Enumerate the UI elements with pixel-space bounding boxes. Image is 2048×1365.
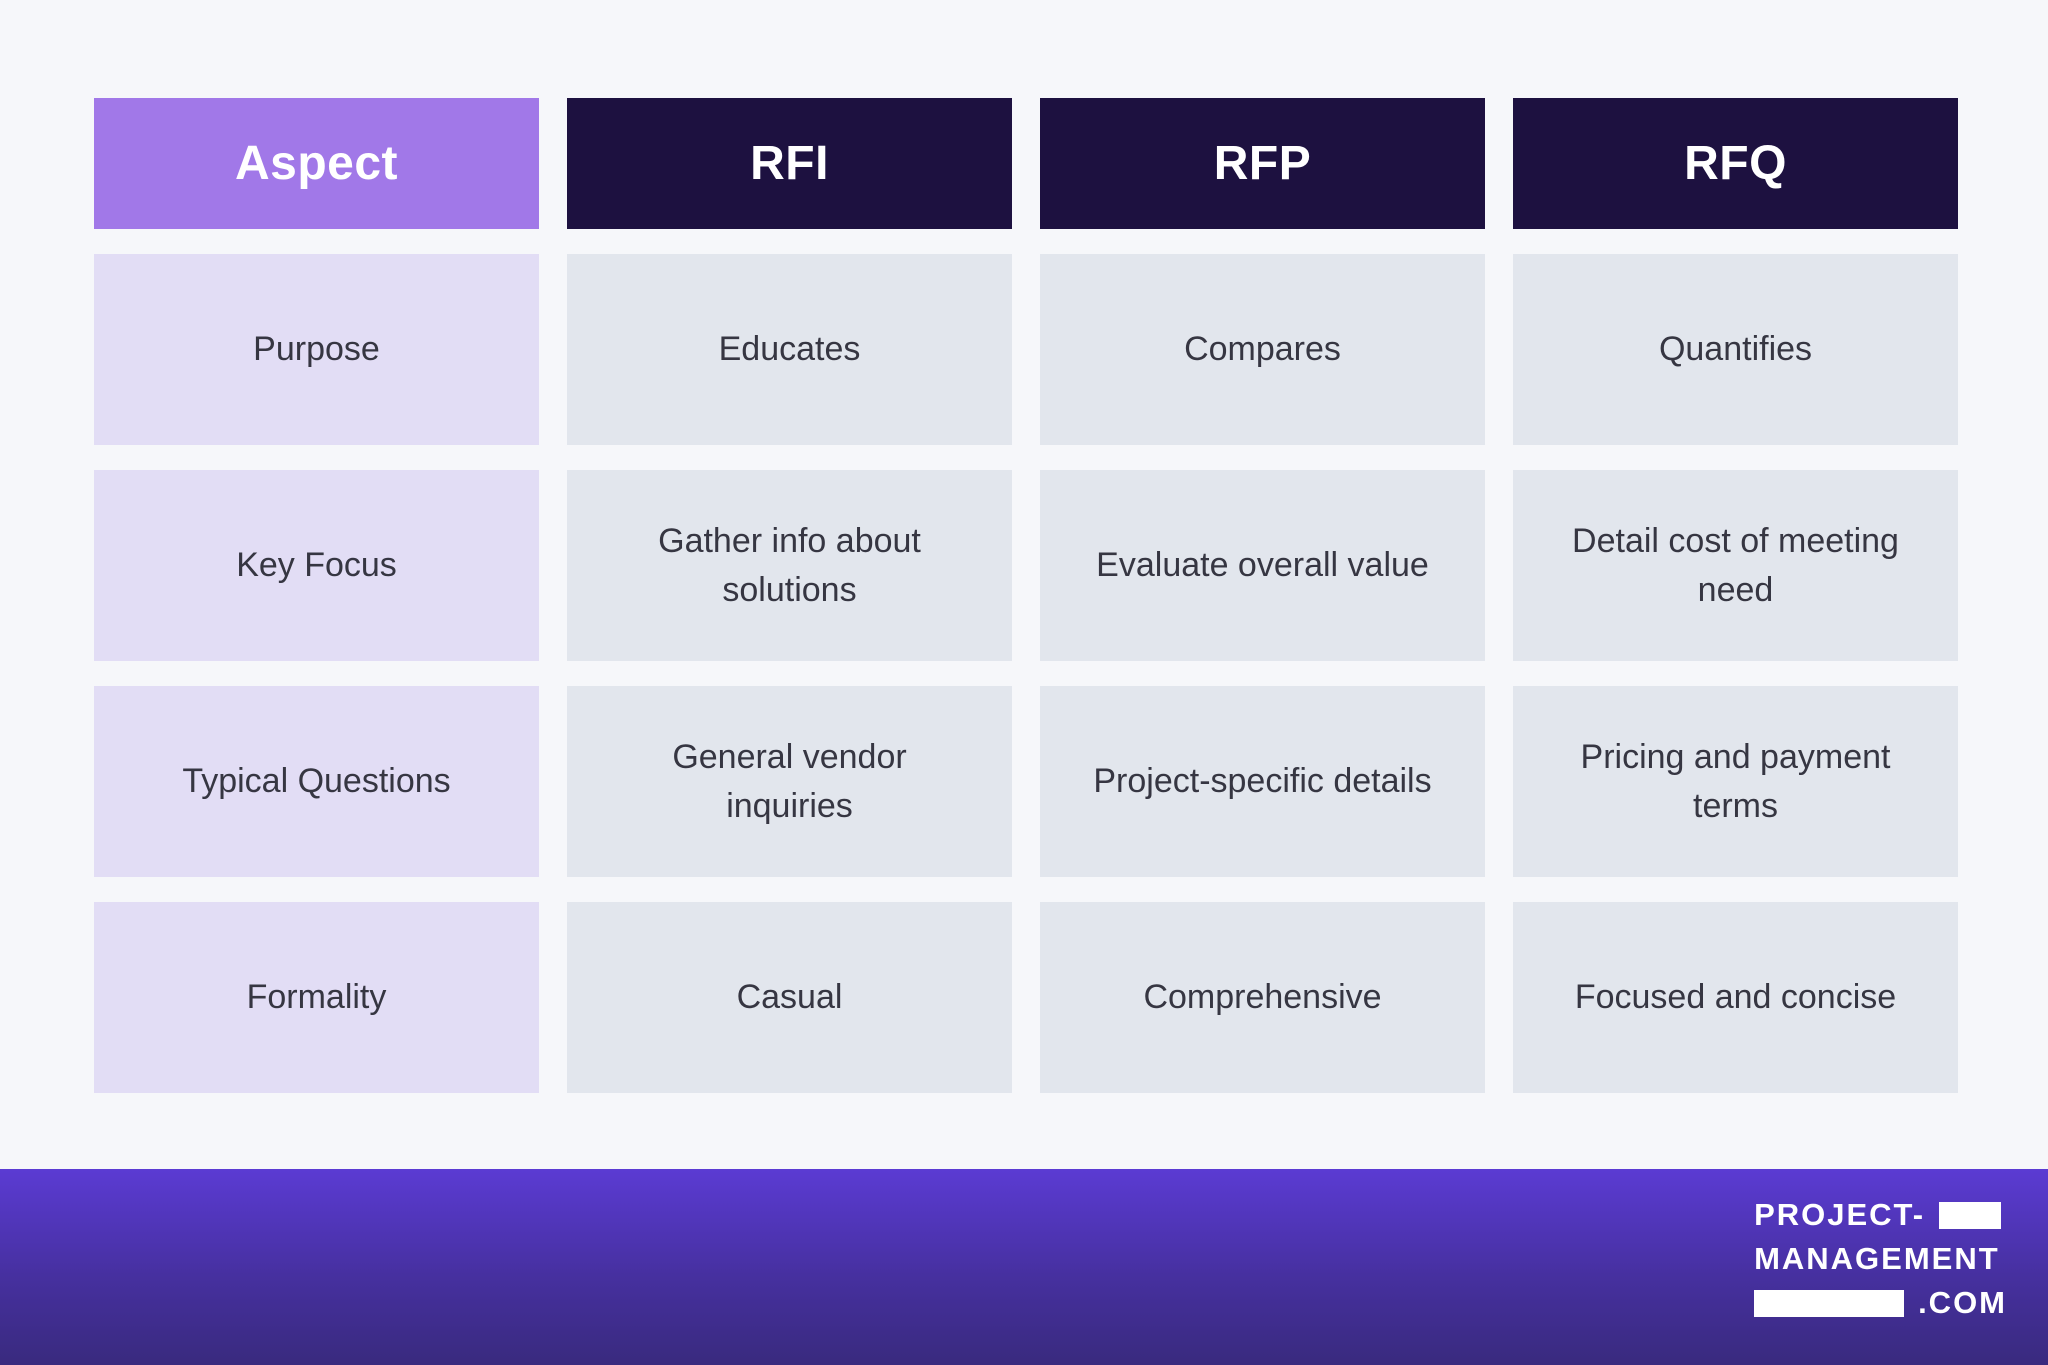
header-label-rfq: RFQ: [1684, 137, 1787, 190]
cell-key-focus-rfq: Detail cost of meeting need: [1513, 470, 1958, 661]
cell-typical-questions-rfq: Pricing and payment terms: [1513, 686, 1958, 877]
cell-purpose-rfp: Compares: [1040, 254, 1485, 445]
header-cell-aspect: Aspect: [94, 98, 539, 229]
logo-line-3: .COM: [1754, 1281, 2007, 1325]
cell-key-focus-rfp: Evaluate overall value: [1040, 470, 1485, 661]
header-label-rfp: RFP: [1213, 137, 1312, 190]
row-label-formality: Formality: [94, 902, 539, 1093]
logo-text-com: .COM: [1918, 1285, 2007, 1320]
cell-key-focus-rfi: Gather info about solutions: [567, 470, 1012, 661]
project-management-logo: PROJECT- MANAGEMENT .COM: [1754, 1193, 2007, 1325]
header-cell-rfi: RFI: [567, 98, 1012, 229]
cell-purpose-rfq: Quantifies: [1513, 254, 1958, 445]
header-label-aspect: Aspect: [234, 137, 399, 190]
cell-formality-rfi: Casual: [567, 902, 1012, 1093]
logo-text-management: MANAGEMENT: [1754, 1241, 2000, 1276]
footer-band: PROJECT- MANAGEMENT .COM: [0, 1169, 2048, 1365]
rfi-rfp-rfq-comparison-table: Aspect RFI RFP RFQ Purpose Educates Comp…: [94, 98, 1958, 1093]
cell-typical-questions-rfi: General vendor inquiries: [567, 686, 1012, 877]
cell-purpose-rfi: Educates: [567, 254, 1012, 445]
logo-line-2: MANAGEMENT: [1754, 1237, 2007, 1281]
logo-line-1: PROJECT-: [1754, 1193, 2007, 1237]
row-label-key-focus: Key Focus: [94, 470, 539, 661]
header-label-rfi: RFI: [750, 137, 829, 190]
row-label-purpose: Purpose: [94, 254, 539, 445]
header-cell-rfp: RFP: [1040, 98, 1485, 229]
logo-text-project: PROJECT-: [1754, 1197, 1926, 1232]
row-label-typical-questions: Typical Questions: [94, 686, 539, 877]
cell-typical-questions-rfp: Project-specific details: [1040, 686, 1485, 877]
logo-bar-wide-icon: [1754, 1289, 1905, 1317]
logo-bar-icon: [1939, 1201, 2002, 1229]
cell-formality-rfp: Comprehensive: [1040, 902, 1485, 1093]
cell-formality-rfq: Focused and concise: [1513, 902, 1958, 1093]
header-cell-rfq: RFQ: [1513, 98, 1958, 229]
